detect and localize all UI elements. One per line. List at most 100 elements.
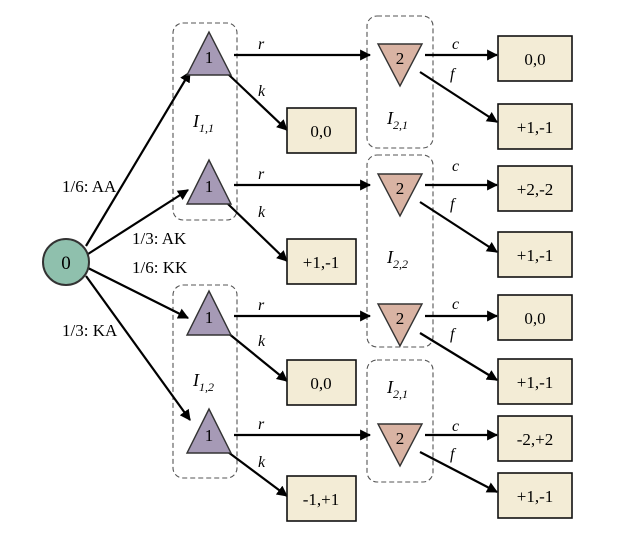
- payoff-box-fold-1-rect: [497, 103, 573, 150]
- payoff-box-call-1-rect: [497, 35, 573, 82]
- payoff-fold-1: +1,-1: [517, 118, 554, 137]
- player2-node-label-3: 2: [396, 309, 405, 328]
- action-label-fold-4: f: [450, 446, 457, 463]
- player1-node-label-4: 1: [205, 426, 214, 445]
- player1-triangle-1: [185, 30, 233, 76]
- action-label-check-2: k: [258, 204, 266, 221]
- action-label-call-2: c: [452, 158, 459, 175]
- payoff-box-check-1: 0,0: [286, 107, 357, 154]
- player2-node-2: 2: [376, 173, 424, 218]
- action-label-raise-3: r: [258, 297, 265, 314]
- deal-label-kk: 1/6: KK: [132, 258, 188, 277]
- edge-p1-check-1: [227, 73, 288, 131]
- player1-node-label-2: 1: [205, 177, 214, 196]
- payoff-check-3: 0,0: [310, 374, 331, 393]
- payoff-box-call-4-rect: [497, 415, 573, 462]
- action-label-fold-3: f: [450, 326, 457, 343]
- player2-node-label-2: 2: [396, 179, 405, 198]
- info-set-label-i21-bottom: I2,1: [386, 377, 408, 401]
- info-set-i12-box: [172, 284, 238, 479]
- action-label-check-1: k: [258, 83, 266, 100]
- payoff-fold-2: +1,-1: [517, 246, 554, 265]
- chance-node-label: 0: [61, 253, 71, 274]
- edge-deal-ak: [87, 189, 189, 255]
- player1-node-3: 1: [185, 289, 233, 336]
- player1-triangle-2: [185, 158, 233, 205]
- player2-node-4: 2: [376, 423, 424, 468]
- deal-label-aa: 1/6: AA: [62, 177, 117, 196]
- payoff-call-3: 0,0: [524, 309, 545, 328]
- payoff-box-call-3: 0,0: [497, 294, 573, 341]
- action-label-raise-2: r: [258, 166, 265, 183]
- action-label-call-4: c: [452, 418, 459, 435]
- deal-label-ka: 1/3: KA: [62, 321, 118, 340]
- edge-p2-fold-2: [419, 201, 498, 253]
- action-label-raise-1: r: [258, 36, 265, 53]
- info-set-label-i12: I1,2: [192, 370, 214, 394]
- action-label-raise-4: r: [258, 416, 265, 433]
- payoff-box-call-3-rect: [497, 294, 573, 341]
- payoff-box-check-4: -1,+1: [286, 475, 357, 522]
- edge-p1-check-4: [227, 451, 288, 497]
- player2-triangle-2: [376, 173, 424, 218]
- edge-deal-aa: [85, 71, 191, 247]
- player1-triangle-4: [185, 407, 233, 454]
- payoff-box-check-3: 0,0: [286, 359, 357, 406]
- player1-triangle-3: [185, 289, 233, 336]
- chance-node: [42, 238, 90, 286]
- info-set-i11-box: [172, 22, 238, 221]
- payoff-call-1: 0,0: [524, 50, 545, 69]
- payoff-check-2: +1,-1: [303, 253, 340, 272]
- payoff-box-check-2-rect: [286, 238, 357, 285]
- payoff-check-4: -1,+1: [303, 490, 340, 509]
- edge-p2-fold-1: [419, 71, 498, 123]
- info-set-label-i21-top: I2,1: [386, 108, 408, 132]
- payoff-box-fold-2: +1,-1: [497, 231, 573, 278]
- info-set-label-i22: I2,2: [386, 247, 408, 271]
- payoff-box-check-3-rect: [286, 359, 357, 406]
- payoff-box-fold-4-rect: [497, 472, 573, 519]
- action-label-call-3: c: [452, 296, 459, 313]
- payoff-box-fold-3-rect: [497, 358, 573, 405]
- edge-p2-fold-4: [419, 451, 498, 493]
- deal-label-ak: 1/3: AK: [132, 229, 187, 248]
- player2-node-1: 2: [376, 43, 424, 88]
- payoff-box-check-1-rect: [286, 107, 357, 154]
- payoff-box-fold-4: +1,-1: [497, 472, 573, 519]
- action-label-call-1: c: [452, 36, 459, 53]
- payoff-check-1: 0,0: [310, 122, 331, 141]
- payoff-box-call-4: -2,+2: [497, 415, 573, 462]
- payoff-box-call-1: 0,0: [497, 35, 573, 82]
- player1-node-4: 1: [185, 407, 233, 454]
- payoff-box-call-2: +2,-2: [497, 165, 573, 212]
- info-set-label-i11: I1,1: [192, 111, 214, 135]
- player1-node-1: 1: [185, 30, 233, 76]
- action-label-fold-1: f: [450, 66, 457, 83]
- action-label-check-3: k: [258, 333, 266, 350]
- payoff-box-check-4-rect: [286, 475, 357, 522]
- edge-deal-kk: [87, 267, 189, 319]
- player2-node-label-1: 2: [396, 49, 405, 68]
- info-set-i21-top-box: [366, 15, 434, 149]
- edge-p2-fold-3: [419, 332, 498, 381]
- edge-p1-check-2: [227, 203, 288, 262]
- player2-triangle-4: [376, 423, 424, 468]
- player2-node-label-4: 2: [396, 429, 405, 448]
- payoff-fold-3: +1,-1: [517, 373, 554, 392]
- info-set-i21-bottom-box: [366, 359, 434, 483]
- edge-deal-ka: [85, 275, 191, 421]
- payoff-call-2: +2,-2: [517, 180, 554, 199]
- player1-node-label-1: 1: [205, 48, 214, 67]
- player2-node-3: 2: [376, 303, 424, 348]
- payoff-box-call-2-rect: [497, 165, 573, 212]
- payoff-box-fold-2-rect: [497, 231, 573, 278]
- player1-node-label-3: 1: [205, 308, 214, 327]
- action-label-check-4: k: [258, 454, 266, 471]
- payoff-fold-4: +1,-1: [517, 487, 554, 506]
- payoff-call-4: -2,+2: [517, 430, 554, 449]
- payoff-box-fold-3: +1,-1: [497, 358, 573, 405]
- player2-triangle-3: [376, 303, 424, 348]
- player2-triangle-1: [376, 43, 424, 88]
- action-label-fold-2: f: [450, 196, 457, 213]
